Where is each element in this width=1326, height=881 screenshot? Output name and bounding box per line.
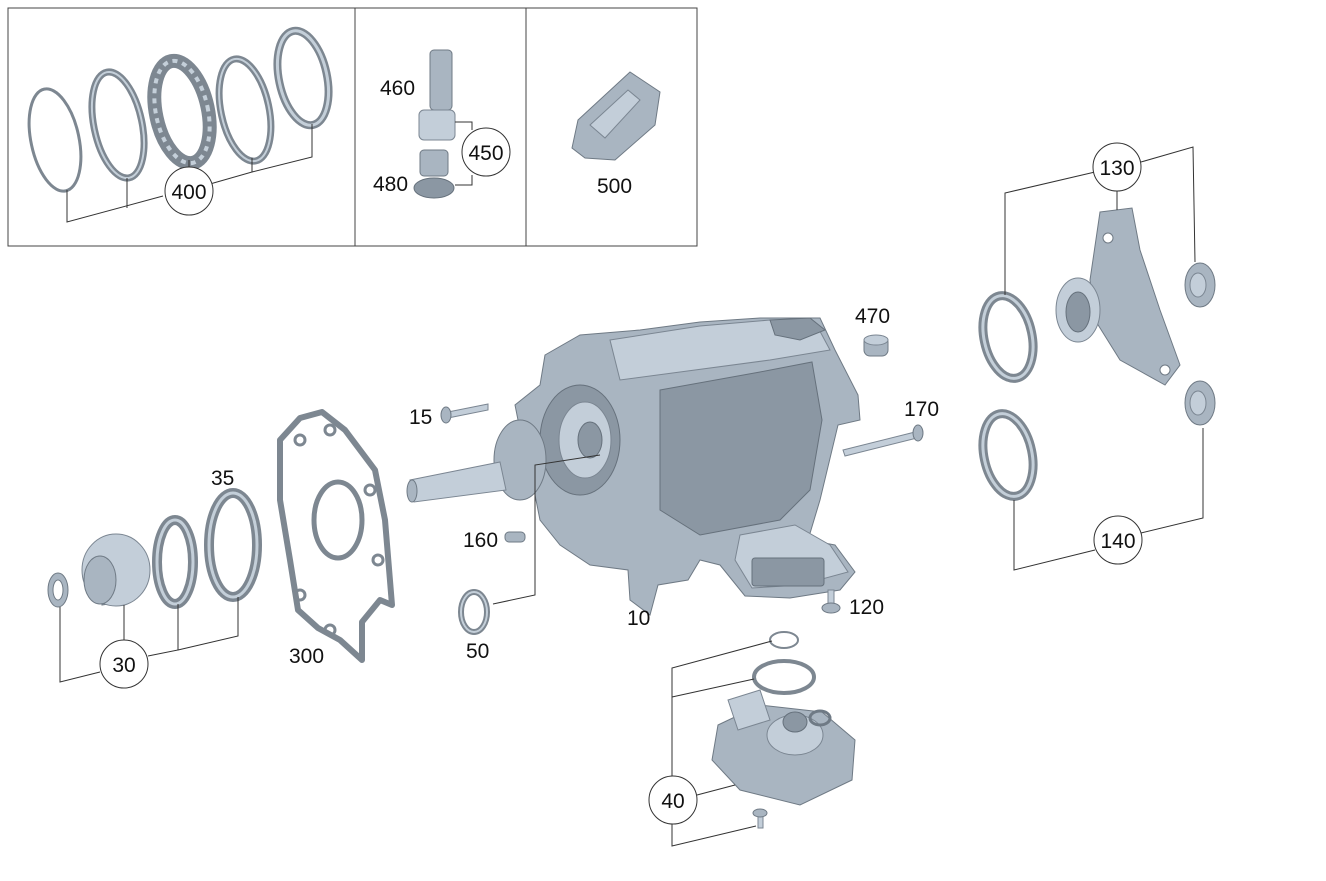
- part-group-400: 400: [27, 26, 333, 223]
- part-group-120: 120: [821, 589, 884, 619]
- callout-circle-450: [461, 127, 511, 177]
- dowel-160: [504, 531, 526, 543]
- gasket-300: [277, 409, 395, 663]
- label-120: 120: [849, 596, 884, 619]
- piston-460: [429, 49, 453, 111]
- label-450: 450: [468, 142, 503, 165]
- snap-ring: [27, 87, 83, 193]
- label-170: 170: [904, 398, 939, 421]
- label-30: 30: [112, 654, 135, 677]
- label-140: 140: [1100, 530, 1135, 553]
- plug-480: [419, 149, 449, 177]
- label-480: 480: [373, 173, 408, 196]
- part-group-170: 170: [842, 398, 939, 457]
- label-470: 470: [855, 305, 890, 328]
- part-group-470: 470: [855, 305, 890, 357]
- label-35: 35: [211, 467, 234, 490]
- part-group-300: 300: [277, 409, 395, 668]
- input-shaft: [409, 461, 507, 503]
- label-130: 130: [1099, 157, 1134, 180]
- callout-circle-400: [164, 166, 214, 216]
- o-ring-large: [752, 659, 816, 695]
- label-300: 300: [289, 645, 324, 668]
- label-10: 10: [627, 607, 650, 630]
- seal-ring-130: [978, 291, 1038, 383]
- part-group-130: 130: [978, 142, 1216, 386]
- callout-circle-140: [1093, 515, 1143, 565]
- label-500: 500: [597, 175, 632, 198]
- label-460: 460: [380, 77, 415, 100]
- bolt-15: [447, 403, 489, 419]
- part-group-10: 10: [406, 317, 861, 630]
- drive-flange-130: [1089, 207, 1181, 386]
- callout-circle-40: [648, 775, 698, 825]
- seal-ring-140: [978, 409, 1038, 501]
- callout-circle-30: [99, 639, 149, 689]
- part-group-160: 160: [463, 529, 526, 552]
- bolt-170: [842, 431, 918, 457]
- label-50: 50: [466, 640, 489, 663]
- part-group-500: 500: [571, 71, 661, 198]
- part-group-30: 30 35: [47, 467, 262, 689]
- part-group-40: 40: [648, 631, 856, 847]
- inset-frame-500: [525, 7, 698, 247]
- callout-circle-130: [1092, 142, 1142, 192]
- inset-panels: [7, 7, 698, 247]
- part-group-450: 450 460 480: [373, 49, 511, 199]
- o-ring-small: [769, 631, 799, 649]
- label-15: 15: [409, 406, 432, 429]
- part-group-15: 15: [409, 403, 489, 429]
- part-group-140: 140: [978, 380, 1216, 571]
- output-flange: [493, 419, 547, 501]
- label-160: 160: [463, 529, 498, 552]
- label-400: 400: [171, 181, 206, 204]
- part-group-50: 50: [458, 454, 601, 663]
- label-40: 40: [661, 790, 684, 813]
